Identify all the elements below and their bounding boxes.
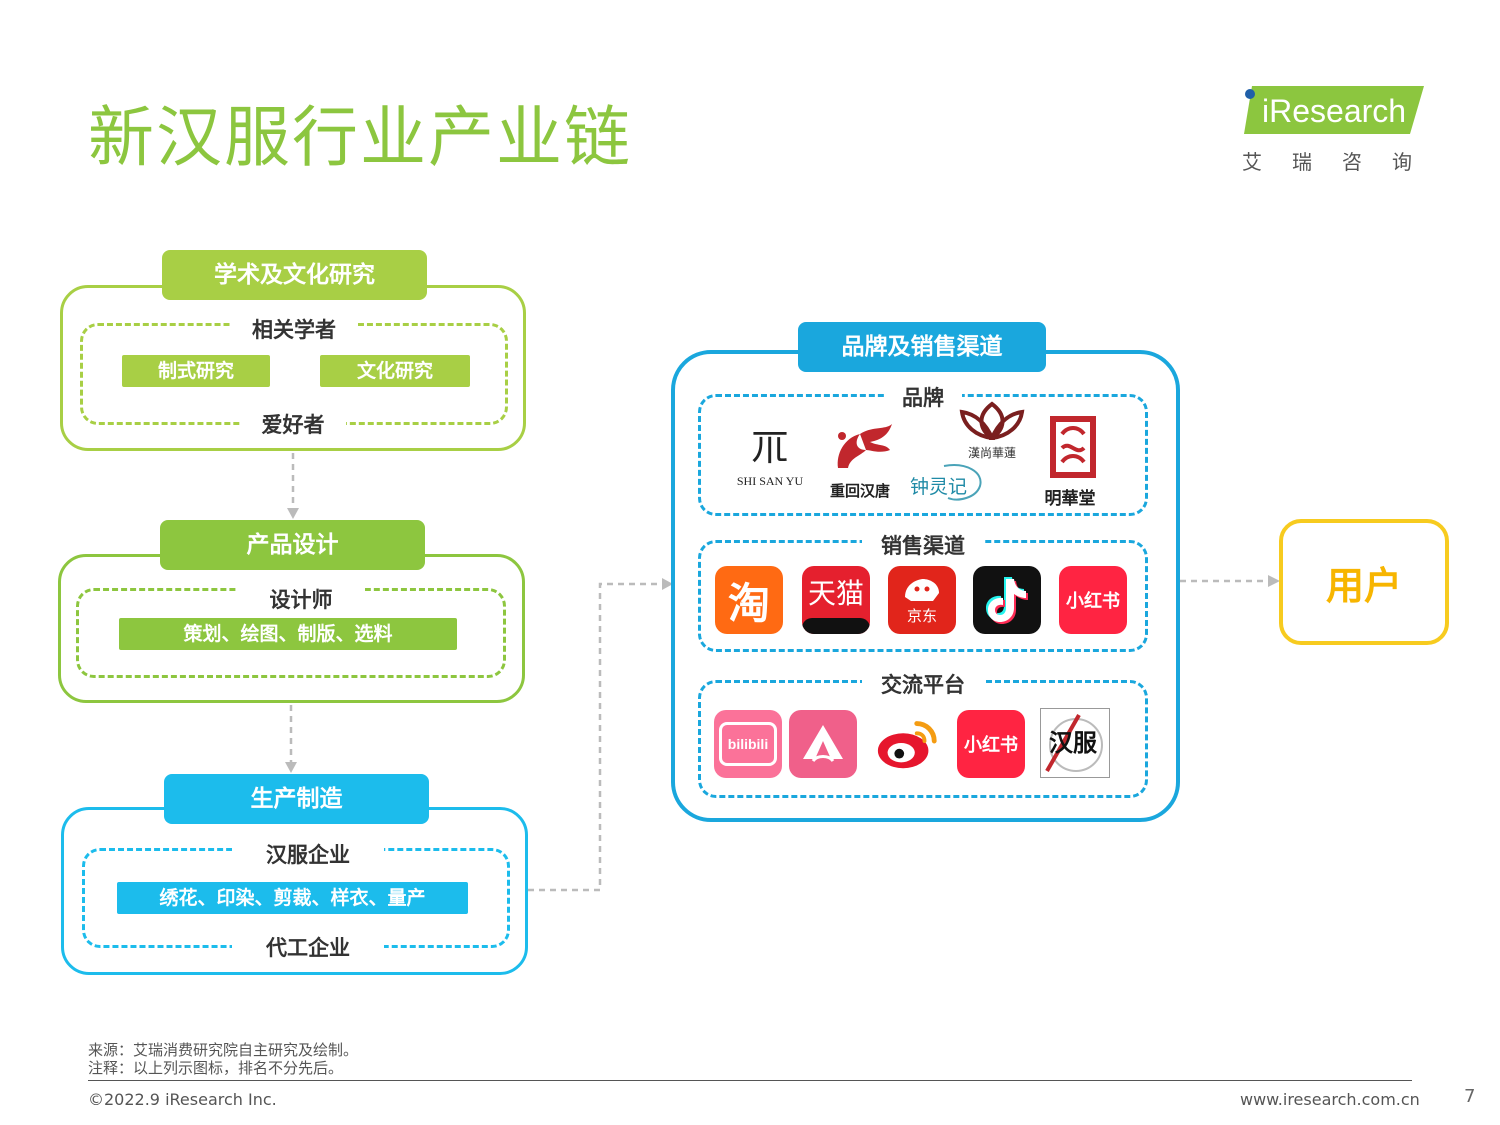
weibo-icon (877, 721, 937, 769)
user-label: 用户 (1325, 563, 1402, 608)
app-xiaohongshu-social-label: 小红书 (964, 735, 1018, 756)
user-box: 用户 (1279, 519, 1449, 645)
app-xiaohongshu: 小红书 (1059, 566, 1127, 634)
chip-system-research: 制式研究 (122, 355, 270, 387)
seal-icon (1049, 416, 1096, 478)
copyright: ©2022.9 iResearch Inc. (88, 1090, 277, 1109)
production-tab: 生产制造 (164, 774, 429, 824)
app-tongpao (789, 710, 857, 778)
lotus-icon (959, 401, 1025, 441)
research-scholars-label: 相关学者 (230, 314, 358, 344)
app-jd-label: 京东 (906, 606, 937, 625)
cat-face-icon (802, 618, 870, 634)
brand-zhonglingji-name: 钟灵记 (910, 476, 968, 498)
brand-shisanyu-name: SHI SAN YU (736, 474, 804, 488)
svg-text:iResearch: iResearch (1262, 93, 1406, 129)
app-hanfu: 汉服 (1040, 708, 1110, 778)
production-enterprise-label: 汉服企业 (232, 839, 384, 869)
research-enthusiasts-label: 爱好者 (240, 409, 346, 439)
app-bilibili: bilibili (714, 710, 782, 778)
production-oem-label: 代工企业 (232, 932, 384, 962)
page-number: 7 (1464, 1086, 1476, 1107)
brand-hanshanghualian: 漢尚華蓮 (956, 400, 1028, 461)
iresearch-logo: iResearch (1244, 86, 1424, 134)
douyin-note-icon (986, 577, 1028, 624)
brand-hanshanghualian-name: 漢尚華蓮 (967, 446, 1016, 460)
brand-shisanyu-mark: 𥘅 (750, 425, 789, 469)
social-platforms-label: 交流平台 (862, 669, 984, 699)
circle-ring-icon (1045, 714, 1103, 772)
chip-culture-research: 文化研究 (320, 355, 470, 387)
chip-design-tasks: 策划、绘图、制版、选料 (119, 618, 457, 650)
circle-swoosh-icon (943, 464, 982, 501)
logo-chinese-name: 艾瑞咨询 (1242, 150, 1442, 174)
hanfu-figure-icon (803, 725, 843, 763)
channels-tab: 品牌及销售渠道 (798, 322, 1046, 372)
brands-label: 品牌 (884, 382, 962, 412)
jd-dog-icon (905, 578, 939, 601)
app-weibo (874, 708, 942, 776)
brand-zhonglingji: 钟灵记 (906, 462, 984, 502)
footer-divider (88, 1080, 1412, 1081)
brand-minghuatang-name: 明華堂 (1044, 489, 1096, 509)
icon-note: 注释：以上列示图标，排名不分先后。 (88, 1059, 344, 1077)
research-tab: 学术及文化研究 (162, 250, 427, 300)
app-xiaohongshu-social: 小红书 (957, 710, 1025, 778)
source-note: 来源：艾瑞消费研究院自主研究及绘制。 (88, 1041, 359, 1059)
website-link[interactable]: www.iresearch.com.cn (1240, 1090, 1420, 1109)
design-tab: 产品设计 (160, 520, 425, 570)
app-tmall: 天猫 (802, 566, 870, 634)
sales-channels-label: 销售渠道 (862, 530, 984, 560)
app-taobao: 淘 (715, 566, 783, 634)
app-hanfu-label: 汉服 (1049, 728, 1097, 757)
phoenix-icon (837, 424, 892, 468)
design-designer-label: 设计师 (237, 584, 365, 614)
app-bilibili-label: bilibili (727, 736, 769, 752)
app-douyin (973, 566, 1041, 634)
app-taobao-label: 淘 (727, 578, 770, 628)
page-title: 新汉服行业产业链 (88, 99, 632, 176)
brand-minghuatang: 明華堂 (1040, 414, 1100, 509)
app-jd: 京东 (888, 566, 956, 634)
brand-chongyun-name: 重回汉唐 (829, 482, 890, 500)
brand-chongyun: 重回汉唐 (820, 420, 900, 501)
app-tmall-label: 天猫 (807, 577, 864, 610)
brand-shisanyu: 𥘅 SHI SAN YU (732, 426, 808, 489)
app-xiaohongshu-label: 小红书 (1066, 591, 1120, 612)
chip-production-tasks: 绣花、印染、剪裁、样衣、量产 (117, 882, 468, 914)
